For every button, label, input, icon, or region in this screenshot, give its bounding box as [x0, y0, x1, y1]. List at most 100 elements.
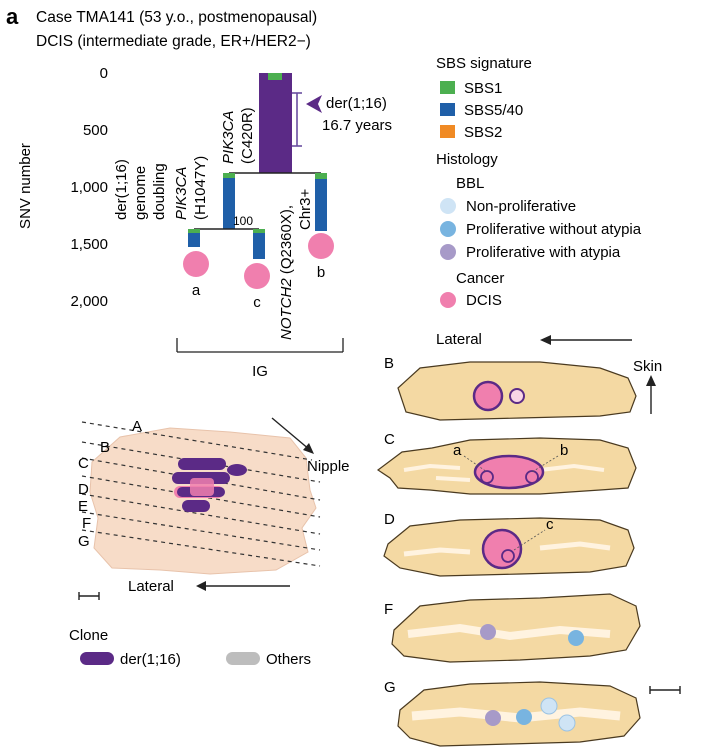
der-arrowhead-icon	[306, 95, 322, 113]
sbs2-swatch	[440, 125, 455, 138]
case-subtitle: DCIS (intermediate grade, ER+/HER2−)	[36, 33, 311, 50]
case-title: Case TMA141 (53 y.o., postmenopausal)	[36, 9, 317, 26]
tip-b-label: b	[317, 264, 325, 281]
sbs5-40-swatch	[440, 103, 455, 116]
der-clone-swatch	[80, 652, 114, 665]
gd-annotation-3: doubling	[151, 163, 168, 220]
branch-a-sbs1	[188, 229, 200, 233]
gd-annotation-2: genome	[132, 166, 149, 220]
section-c-focus-b	[525, 470, 539, 484]
bbl-title: BBL	[456, 175, 484, 192]
specimen-map: A B C D E F G Nipple Lateral	[78, 417, 350, 600]
left-branch	[223, 173, 235, 229]
der-label: der(1;16)	[326, 95, 387, 112]
y-tick-label: 1,000	[70, 179, 108, 196]
chr3-annotation: Chr3+	[297, 188, 314, 230]
skin-label: Skin	[633, 358, 662, 375]
section-b-label: B	[384, 355, 394, 372]
tag-a-leader	[463, 455, 488, 473]
dcis-swatch	[440, 292, 456, 308]
section-d-label: D	[384, 511, 395, 528]
histology-sections: Lateral Skin B C a b D c F	[376, 331, 681, 747]
tip-b-dcis	[308, 233, 334, 259]
pik3ca-a-mutation: (H1047Y)	[192, 156, 209, 220]
section-label-G: G	[78, 533, 90, 550]
nipple-arrowhead-icon	[303, 443, 314, 454]
pik3ca-trunk-mutation: (C420R)	[239, 107, 256, 164]
tip-c-label: c	[253, 294, 261, 311]
section-c-label: C	[384, 431, 395, 448]
y-tick-label: 500	[83, 122, 108, 139]
section-d-tag-c: c	[546, 516, 554, 533]
tree-annotations: der(1;16) genome doubling PIK3CA (H1047Y…	[113, 107, 314, 340]
cancer-title: Cancer	[456, 270, 504, 287]
der-clone-label: der(1;16)	[120, 651, 181, 668]
section-g-atypia-lesion	[485, 710, 501, 726]
dcis-label: DCIS	[466, 292, 502, 309]
prolif-atypia-swatch	[440, 244, 456, 260]
ig-bracket: IG	[176, 338, 344, 380]
prolif-no-atypia-swatch	[440, 221, 456, 237]
tip-a-label: a	[192, 282, 201, 299]
legend: SBS signature SBS1 SBS5/40 SBS2 Histolog…	[436, 55, 642, 309]
der-timing-bracket: der(1;16) 16.7 years	[292, 92, 392, 147]
specimen-lateral-label: Lateral	[128, 578, 174, 595]
non-proliferative-label: Non-proliferative	[466, 198, 576, 215]
section-c-tag-b: b	[560, 442, 568, 459]
others-clone-label: Others	[266, 651, 311, 668]
prolif-atypia-label: Proliferative with atypia	[466, 244, 621, 261]
notch2-annotation: NOTCH2 (Q2360X),	[278, 205, 295, 340]
section-label-B: B	[100, 439, 110, 456]
others-clone-swatch	[226, 652, 260, 665]
branch-b-sbs1	[315, 173, 327, 179]
y-tick-label: 0	[100, 65, 108, 82]
left-branch-sbs1	[223, 173, 235, 178]
section-label-C: C	[78, 455, 89, 472]
section-g-nonprolif-lesion-2	[558, 714, 576, 732]
section-label-E: E	[78, 498, 88, 515]
nipple-arrow-line	[271, 417, 311, 451]
section-d-ducts	[403, 541, 611, 557]
branch-b	[315, 173, 327, 231]
histology-title: Histology	[436, 151, 498, 168]
section-f-label: F	[384, 601, 393, 618]
section-c-ducts	[403, 463, 605, 482]
clone-shapes	[172, 458, 247, 512]
section-c-focus-a	[480, 470, 494, 484]
tip-a-dcis	[183, 251, 209, 277]
sbs5-40-label: SBS5/40	[464, 102, 523, 119]
section-f-atypia-lesion	[480, 624, 496, 640]
clone-legend: Clone der(1;16) Others	[69, 627, 311, 668]
section-g-label: G	[384, 679, 396, 696]
trunk-branch	[259, 73, 292, 173]
sbs-legend-title: SBS signature	[436, 55, 532, 72]
section-b-dcis	[472, 380, 504, 412]
clone-der-segment-1	[178, 458, 226, 470]
der-years: 16.7 years	[322, 117, 392, 134]
trunk-sbs1-cap	[268, 73, 282, 80]
nipple-label: Nipple	[307, 458, 350, 475]
branch-a	[188, 229, 200, 247]
prolif-no-atypia-label: Proliferative without atypia	[466, 221, 642, 238]
section-c-tag-a: a	[453, 442, 462, 459]
tip-c-dcis	[244, 263, 270, 289]
section-g-nonprolif-lesion-1	[540, 697, 558, 715]
sbs1-swatch	[440, 81, 455, 94]
clone-legend-title: Clone	[69, 627, 108, 644]
skin-arrowhead-icon	[646, 375, 656, 386]
ig-label: IG	[252, 363, 268, 380]
sbs1-label: SBS1	[464, 80, 502, 97]
phylogenetic-tree: a c b 100	[183, 73, 334, 311]
panel-label: a	[6, 4, 19, 29]
sections-lateral-arrowhead-icon	[540, 335, 551, 345]
section-d-focus-c	[501, 549, 515, 563]
sections-lateral-label: Lateral	[436, 331, 482, 348]
section-b-lesion	[509, 388, 525, 404]
gd-annotation-1: der(1;16)	[113, 159, 130, 220]
specimen-lateral-arrowhead-icon	[196, 581, 206, 591]
section-label-A: A	[132, 418, 142, 435]
pik3ca-trunk-gene: PIK3CA	[220, 111, 237, 164]
dcis-region-2	[190, 478, 214, 496]
pik3ca-a-gene: PIK3CA	[173, 167, 190, 220]
